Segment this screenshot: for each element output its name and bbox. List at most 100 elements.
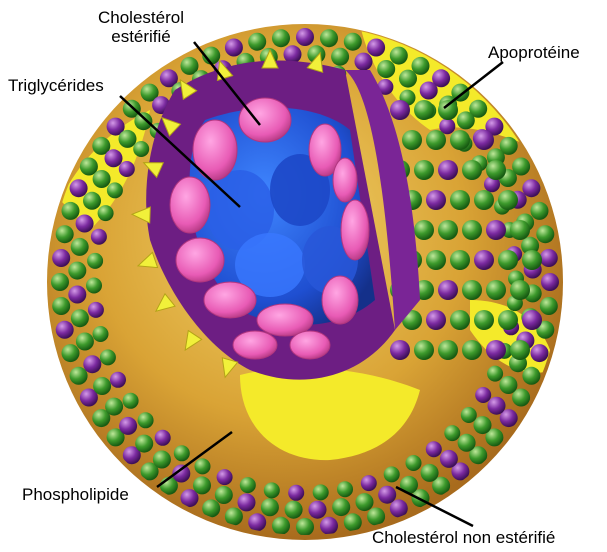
phospholipid-head bbox=[510, 220, 530, 240]
phospholipid-head bbox=[93, 326, 109, 342]
phospholipid-head bbox=[536, 225, 554, 243]
phospholipid-head bbox=[498, 250, 518, 270]
esterified-cholesterol-molecule bbox=[322, 276, 358, 324]
label-cholesterol-esterifie: Cholestérol estérifié bbox=[76, 8, 206, 46]
free-cholesterol-bead bbox=[390, 100, 410, 120]
phospholipid-head bbox=[248, 33, 266, 51]
phospholipid-head bbox=[133, 141, 149, 157]
phospholipid-head bbox=[438, 340, 458, 360]
phospholipid-head bbox=[510, 280, 530, 300]
phospholipid-head bbox=[264, 482, 280, 498]
phospholipid-head bbox=[390, 47, 408, 65]
phospholipid-head bbox=[510, 340, 530, 360]
free-cholesterol-bead bbox=[367, 39, 385, 57]
phospholipid-head bbox=[135, 435, 153, 453]
phospholipid-head bbox=[522, 250, 542, 270]
free-cholesterol-bead bbox=[486, 340, 506, 360]
label-phospholipide: Phospholipide bbox=[22, 485, 129, 504]
phospholipid-head bbox=[462, 220, 482, 240]
phospholipid-head bbox=[93, 170, 111, 188]
phospholipid-head bbox=[344, 513, 362, 531]
free-cholesterol-bead bbox=[390, 340, 410, 360]
free-cholesterol-bead bbox=[474, 130, 494, 150]
free-cholesterol-bead bbox=[248, 513, 266, 531]
phospholipid-head bbox=[474, 190, 494, 210]
phospholipid-head bbox=[195, 458, 211, 474]
phospholipid-head bbox=[426, 250, 446, 270]
phospholipid-head bbox=[487, 366, 503, 382]
label-triglycerides: Triglycérides bbox=[8, 76, 104, 95]
free-cholesterol-bead bbox=[438, 280, 458, 300]
free-cholesterol-bead bbox=[238, 493, 256, 511]
free-cholesterol-bead bbox=[225, 39, 243, 57]
free-cholesterol-bead bbox=[440, 450, 458, 468]
esterified-cholesterol-molecule bbox=[333, 158, 357, 202]
free-cholesterol-bead bbox=[88, 302, 104, 318]
phospholipid-head bbox=[450, 130, 470, 150]
label-apoproteine: Apoprotéine bbox=[488, 43, 580, 62]
phospholipid-head bbox=[458, 434, 476, 452]
free-cholesterol-bead bbox=[522, 310, 542, 330]
free-cholesterol-bead bbox=[68, 286, 86, 304]
phospholipid-head bbox=[337, 481, 353, 497]
phospholipid-head bbox=[86, 278, 102, 294]
phospholipid-head bbox=[76, 333, 94, 351]
phospholipid-head bbox=[367, 508, 385, 526]
free-cholesterol-bead bbox=[486, 220, 506, 240]
phospholipid-head bbox=[119, 130, 137, 148]
phospholipid-head bbox=[438, 100, 458, 120]
phospholipid-head bbox=[414, 220, 434, 240]
phospholipid-head bbox=[272, 29, 290, 47]
phospholipid-head bbox=[71, 238, 89, 256]
label-cholesterol-non-esterifie: Cholestérol non estérifié bbox=[372, 528, 555, 547]
phospholipid-head bbox=[462, 340, 482, 360]
free-cholesterol-bead bbox=[438, 160, 458, 180]
esterified-cholesterol-molecule bbox=[170, 177, 210, 233]
esterified-cholesterol-molecule bbox=[290, 331, 330, 359]
phospholipid-head bbox=[414, 100, 434, 120]
free-cholesterol-bead bbox=[320, 517, 338, 535]
phospholipid-head bbox=[138, 412, 154, 428]
phospholipid-head bbox=[438, 220, 458, 240]
free-cholesterol-bead bbox=[355, 53, 373, 71]
phospholipid-head bbox=[331, 48, 349, 66]
phospholipid-head bbox=[399, 70, 417, 88]
free-cholesterol-bead bbox=[119, 417, 137, 435]
free-cholesterol-bead bbox=[475, 387, 491, 403]
free-cholesterol-bead bbox=[56, 321, 74, 339]
phospholipid-head bbox=[377, 60, 395, 78]
free-cholesterol-bead bbox=[309, 501, 327, 519]
phospholipid-head bbox=[414, 160, 434, 180]
phospholipid-head bbox=[406, 455, 422, 471]
free-cholesterol-bead bbox=[52, 249, 70, 267]
phospholipid-head bbox=[461, 407, 477, 423]
free-cholesterol-bead bbox=[91, 229, 107, 245]
phospholipid-head bbox=[457, 111, 475, 129]
phospholipid-head bbox=[444, 425, 460, 441]
phospholipid-head bbox=[522, 367, 540, 385]
phospholipid-head bbox=[83, 192, 101, 210]
phospholipid-head bbox=[215, 486, 233, 504]
phospholipid-head bbox=[87, 253, 103, 269]
phospholipid-head bbox=[153, 451, 171, 469]
free-cholesterol-bead bbox=[83, 355, 101, 373]
phospholipid-head bbox=[450, 250, 470, 270]
free-cholesterol-bead bbox=[488, 397, 506, 415]
phospholipid-head bbox=[462, 280, 482, 300]
phospholipid-head bbox=[486, 160, 506, 180]
phospholipid-head bbox=[474, 310, 494, 330]
esterified-cholesterol-molecule bbox=[204, 282, 256, 318]
phospholipid-head bbox=[402, 130, 422, 150]
free-cholesterol-bead bbox=[361, 475, 377, 491]
phospholipid-head bbox=[531, 202, 549, 220]
phospholipid-head bbox=[540, 297, 558, 315]
free-cholesterol-bead bbox=[155, 430, 171, 446]
phospholipid-head bbox=[332, 498, 350, 516]
free-cholesterol-bead bbox=[105, 149, 123, 167]
label-cholesterol-esterifie-line2: estérifié bbox=[76, 27, 206, 46]
phospholipid-head bbox=[426, 130, 446, 150]
free-cholesterol-bead bbox=[217, 469, 233, 485]
phospholipid-head bbox=[296, 518, 314, 536]
free-cholesterol-bead bbox=[119, 161, 135, 177]
free-cholesterol-bead bbox=[531, 344, 549, 362]
